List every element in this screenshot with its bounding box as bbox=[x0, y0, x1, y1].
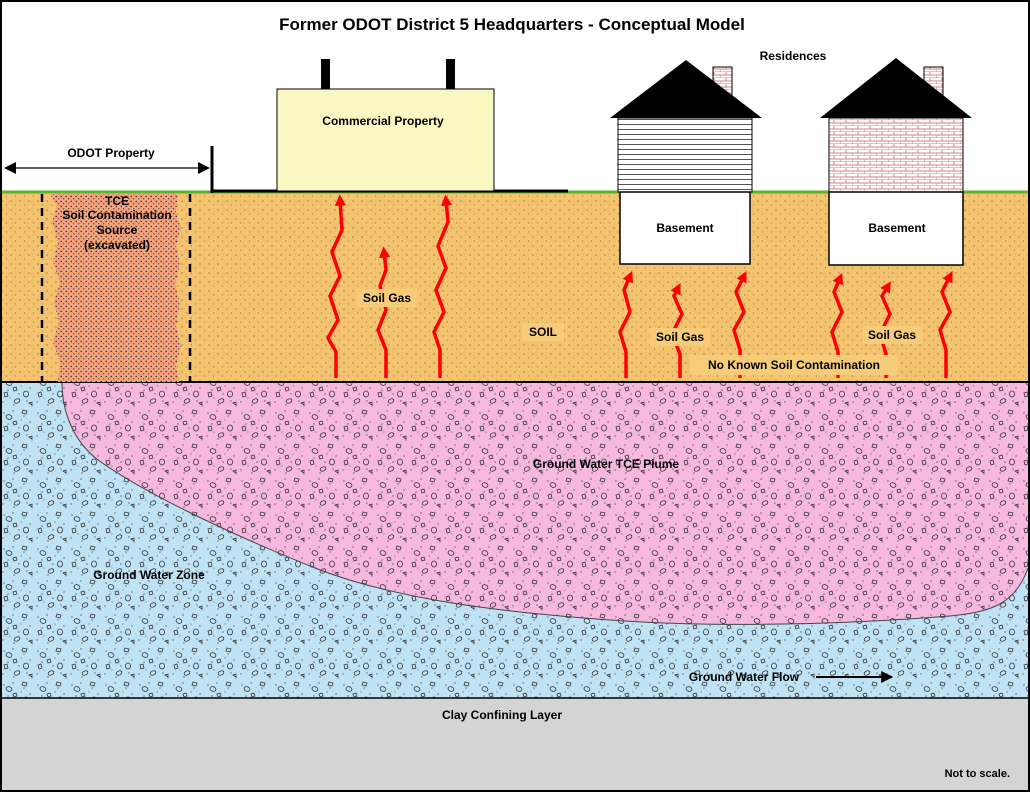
soil-gas-arrow bbox=[432, 194, 453, 378]
basement-1 bbox=[619, 191, 751, 265]
soil-gas-label-bg-2 bbox=[650, 328, 710, 346]
soil-gas-arrow bbox=[376, 246, 391, 378]
soil-gas-label-bg-3 bbox=[862, 326, 922, 344]
soil-gas-arrow bbox=[670, 282, 684, 378]
residence-2 bbox=[820, 58, 972, 266]
soil-label: SOIL bbox=[529, 325, 557, 339]
soil-gas-label-1: Soil Gas bbox=[363, 291, 411, 305]
odot-arrow-left-head bbox=[4, 162, 16, 174]
commercial-vent-right bbox=[446, 59, 455, 89]
commercial-building bbox=[276, 59, 495, 192]
clay-confining-layer-label: Clay Confining Layer bbox=[442, 708, 562, 722]
not-to-scale-note: Not to scale. bbox=[945, 768, 1010, 780]
house-wall-1 bbox=[617, 117, 753, 193]
basement-label-2: Basement bbox=[868, 221, 925, 235]
tce-source-label-line3: Source bbox=[97, 223, 138, 237]
roof-1 bbox=[610, 60, 762, 118]
ground-water-flow-label: Ground Water Flow bbox=[689, 670, 800, 684]
basement-label-1: Basement bbox=[656, 221, 713, 235]
basement-2 bbox=[828, 191, 964, 266]
commercial-property-label: Commercial Property bbox=[322, 114, 444, 128]
clay-confining-layer bbox=[2, 698, 1028, 790]
tce-source-label-line1: TCE bbox=[105, 194, 129, 208]
soil-gas-label-3: Soil Gas bbox=[868, 328, 916, 342]
no-known-soil-contamination-label: No Known Soil Contamination bbox=[708, 358, 880, 372]
soil-gas-arrow bbox=[325, 194, 346, 378]
ground-water-zone-label: Ground Water Zone bbox=[93, 568, 205, 582]
commercial-vent-left bbox=[321, 59, 330, 89]
soil-gas-arrow bbox=[938, 270, 953, 378]
tce-source-label-line4: (excavated) bbox=[84, 238, 150, 252]
soil-gas-arrow bbox=[618, 270, 633, 378]
soil-label-bg bbox=[522, 323, 564, 341]
no-contamination-label-bg bbox=[690, 355, 898, 375]
soil-gas-arrow bbox=[732, 270, 747, 378]
ground-water-tce-plume bbox=[61, 381, 1029, 625]
roof-2 bbox=[820, 58, 972, 118]
diagram-title: Former ODOT District 5 Headquarters - Co… bbox=[279, 15, 745, 34]
tce-source-label-line2: Soil Contamination bbox=[62, 208, 171, 222]
house-wall-2 bbox=[828, 117, 964, 193]
residence-1 bbox=[610, 60, 762, 265]
odot-property-label: ODOT Property bbox=[67, 146, 155, 160]
soil-gas-label-2: Soil Gas bbox=[656, 330, 704, 344]
tce-source-area bbox=[40, 194, 192, 382]
ground-water-tce-plume-label: Ground Water TCE Plume bbox=[533, 457, 680, 471]
residences-label: Residences bbox=[760, 49, 827, 63]
odot-arrow-right-head bbox=[198, 162, 210, 174]
soil-gas-label-bg-1 bbox=[357, 289, 417, 307]
